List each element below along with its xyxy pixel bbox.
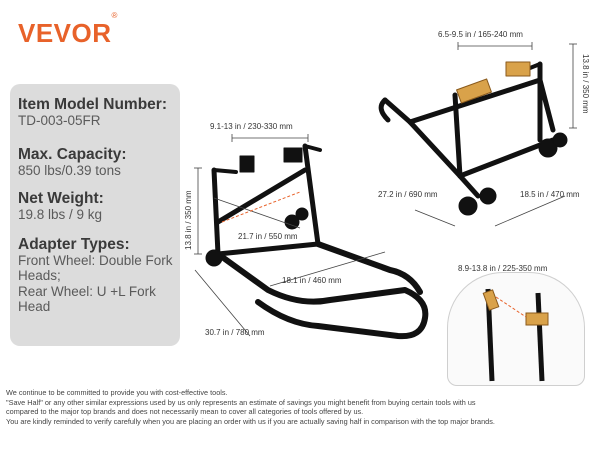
front-stand-image [205,143,429,340]
disclaimer-line: We continue to be committed to provide y… [6,388,228,397]
spec-adapter-rear: Rear Wheel: U +L Fork Head [18,283,156,314]
dim-front-length: 30.7 in / 780 mm [205,328,265,337]
spec-adapter-front: Front Wheel: Double Fork Heads; [18,253,173,284]
spec-capacity-value: 850 lbs/0.39 tons [18,163,121,179]
adapter-inset [447,272,585,386]
dim-rear-length: 27.2 in / 690 mm [378,190,438,199]
disclaimer-line: compared to the major top brands and doe… [6,407,364,417]
disclaimer-line: You are kindly reminded to verify carefu… [6,416,495,426]
rear-stand-image [378,61,568,216]
spec-weight-value: 19.8 lbs / 9 kg [18,207,103,223]
dim-front-width: 9.1-13 in / 230-330 mm [210,122,293,131]
spec-weight-label: Net Weight: [18,190,104,207]
disclaimer-line: "Save Half" or any other similar express… [6,397,476,407]
dim-front-span: 21.7 in / 550 mm [238,232,298,241]
brand-logo: VEVOR® [18,11,118,49]
spec-capacity: Max. Capacity: 850 lbs/0.39 tons [18,146,127,178]
dim-rear-depth: 18.5 in / 470 mm [520,190,580,199]
dim-rear-width: 6.5-9.5 in / 165-240 mm [438,30,523,39]
product-illustration [194,42,577,340]
spec-model-value: TD-003-05FR [18,113,101,129]
spec-adapter-label: Adapter Types: [18,236,130,253]
brand-name: VEVOR [18,18,112,48]
spec-weight: Net Weight: 19.8 lbs / 9 kg [18,190,104,222]
spec-panel: Item Model Number: TD-003-05FR Max. Capa… [10,84,180,346]
spec-model-label: Item Model Number: [18,96,167,113]
dim-front-depth: 18.1 in / 460 mm [282,276,342,285]
dim-front-height: 13.8 in / 350 mm [184,190,193,250]
adapter-closeup-image [482,288,549,382]
dim-rear-height: 13.8 in / 350 mm [581,54,590,114]
spec-model: Item Model Number: TD-003-05FR [18,96,167,128]
disclaimer-text: We continue to be committed to provide y… [6,388,596,427]
spec-adapter: Adapter Types: Front Wheel: Double Fork … [18,236,178,314]
dim-inset-range: 8.9-13.8 in / 225-350 mm [458,264,548,273]
registered-mark: ® [111,11,118,21]
spec-capacity-label: Max. Capacity: [18,146,127,163]
